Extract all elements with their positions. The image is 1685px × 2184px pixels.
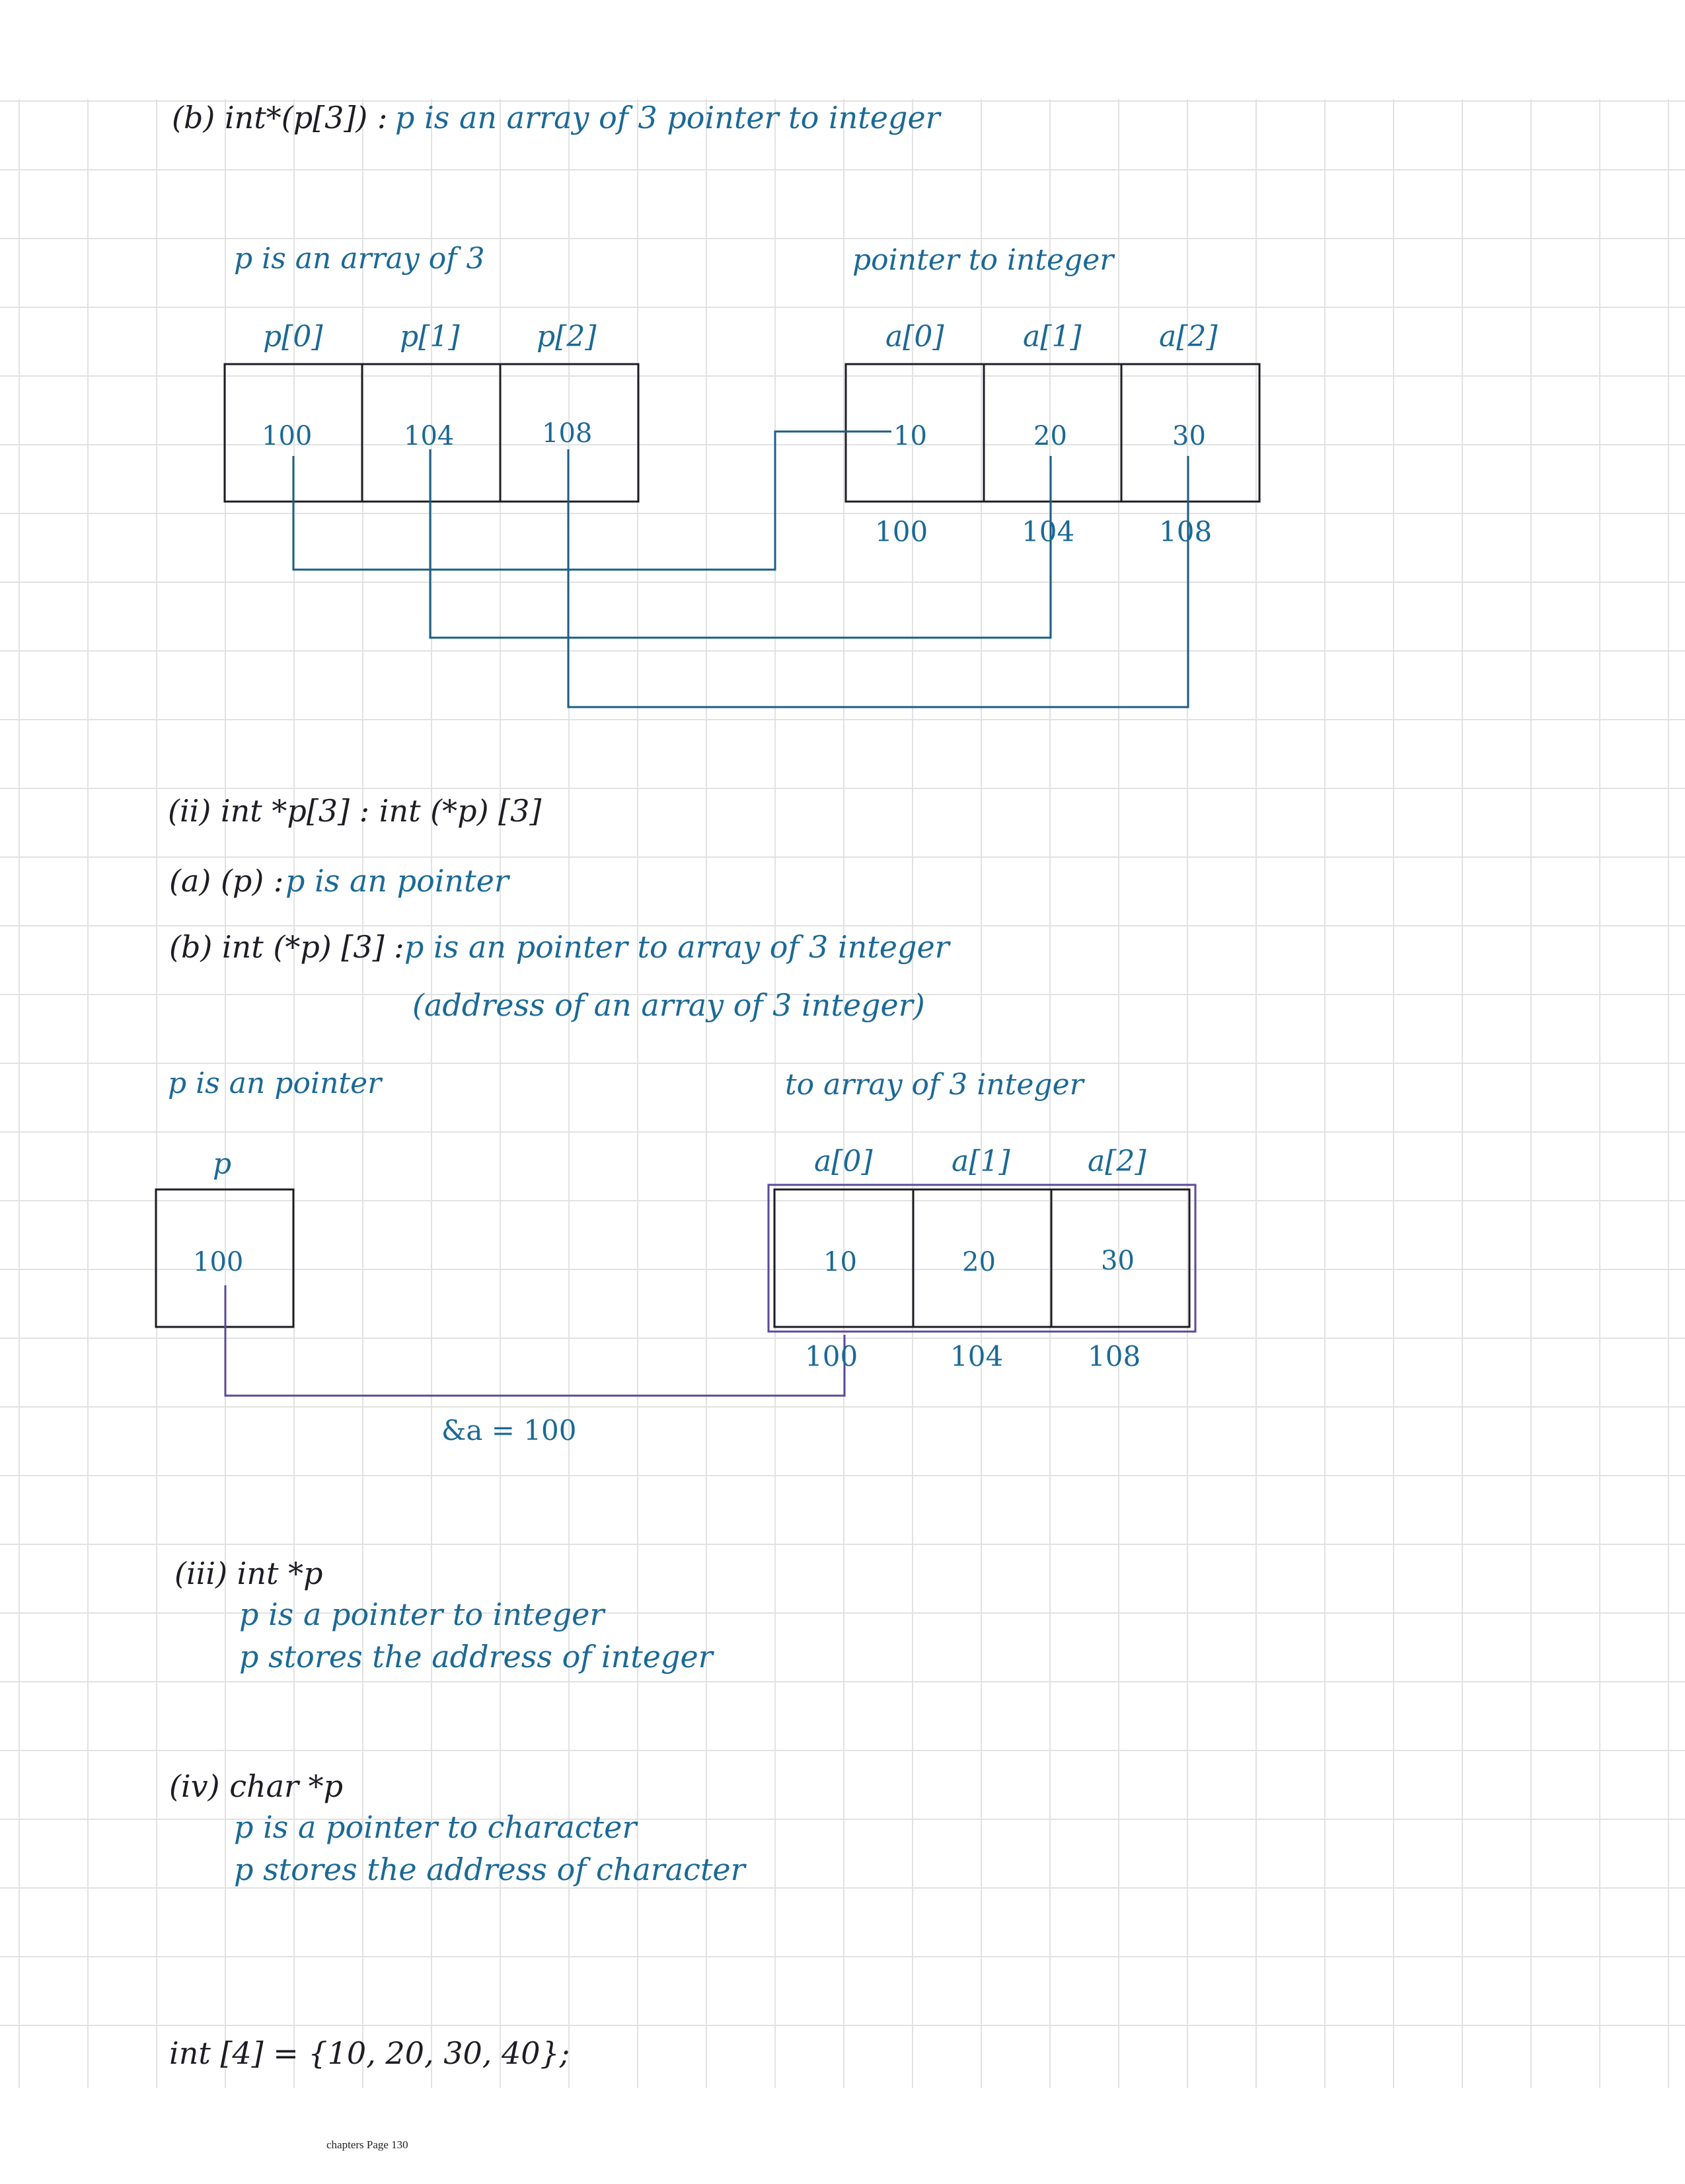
a0-value: 10 bbox=[893, 421, 927, 451]
p2-label: p[2] bbox=[537, 320, 597, 354]
p-label: p bbox=[213, 1147, 232, 1181]
a0-address: 100 bbox=[875, 515, 928, 548]
array-a2-value: 30 bbox=[1101, 1246, 1135, 1276]
array-a0-label: a[0] bbox=[814, 1145, 873, 1178]
p1-label: p[1] bbox=[400, 320, 460, 354]
array-a1-value: 20 bbox=[962, 1247, 996, 1277]
section-ii-b-description: p is an pointer to array of 3 integer bbox=[404, 929, 950, 965]
p-array-boxes bbox=[223, 363, 640, 503]
section-iv-line1: p is a pointer to character bbox=[234, 1809, 637, 1845]
array-a1-label: a[1] bbox=[952, 1145, 1010, 1178]
a2-label: a[2] bbox=[1159, 320, 1218, 354]
section-ii-b-prefix: (b) int (*p) [3] : bbox=[169, 929, 404, 965]
p0-value: 100 bbox=[262, 421, 313, 451]
array-a1-address: 104 bbox=[950, 1340, 1004, 1373]
array-a2-address: 108 bbox=[1088, 1340, 1141, 1373]
section-ii-heading: (ii) int *p[3] : int (*p) [3] bbox=[168, 793, 542, 829]
p2-value: 108 bbox=[542, 418, 593, 449]
a2-address: 108 bbox=[1159, 515, 1213, 548]
section-iv-line2: p stores the address of character bbox=[234, 1852, 745, 1887]
a0-label: a[0] bbox=[885, 320, 944, 354]
a1-value: 20 bbox=[1033, 421, 1067, 451]
a-array-boxes bbox=[844, 363, 1261, 503]
section-b-description: p is an array of 3 pointer to integer bbox=[395, 100, 940, 135]
array-a2-label: a[2] bbox=[1088, 1145, 1146, 1178]
array-a0-address: 100 bbox=[805, 1340, 858, 1373]
page-footer: chapters Page 130 bbox=[326, 2138, 408, 2151]
section-ii-a-description: p is an pointer bbox=[285, 863, 509, 899]
section-b-prefix: (b) int*(p[3]) : bbox=[172, 100, 388, 135]
section-ii-a-prefix: (a) (p) : bbox=[169, 863, 284, 899]
p1-value: 104 bbox=[404, 421, 455, 451]
pointer-connector-2 bbox=[224, 1285, 846, 1397]
section-iv-heading: (iv) char *p bbox=[169, 1768, 344, 1804]
diagram1-left-caption: p is an array of 3 bbox=[234, 242, 485, 276]
p-value: 100 bbox=[193, 1247, 244, 1277]
a-array-boxes-2 bbox=[773, 1188, 1191, 1328]
section-ii-b-note: (address of an array of 3 integer) bbox=[412, 987, 925, 1023]
array-initializer-line: int [4] = {10, 20, 30, 40}; bbox=[169, 2035, 570, 2071]
address-of-a-label: &a = 100 bbox=[441, 1414, 577, 1447]
array-a0-value: 10 bbox=[823, 1247, 857, 1277]
array-outline bbox=[767, 1184, 1197, 1333]
a1-address: 104 bbox=[1022, 515, 1075, 548]
section-iii-line1: p is a pointer to integer bbox=[239, 1597, 605, 1632]
diagram2-left-caption: p is an pointer bbox=[168, 1067, 382, 1100]
section-iii-heading: (iii) int *p bbox=[174, 1556, 323, 1591]
section-iii-line2: p stores the address of integer bbox=[239, 1639, 713, 1675]
diagram1-right-caption: pointer to integer bbox=[852, 243, 1114, 277]
diagram2-right-caption: to array of 3 integer bbox=[785, 1068, 1084, 1102]
a1-label: a[1] bbox=[1023, 320, 1082, 354]
a2-value: 30 bbox=[1172, 421, 1206, 451]
p0-label: p[0] bbox=[263, 320, 323, 354]
pointer-connectors-1 bbox=[292, 430, 1189, 708]
